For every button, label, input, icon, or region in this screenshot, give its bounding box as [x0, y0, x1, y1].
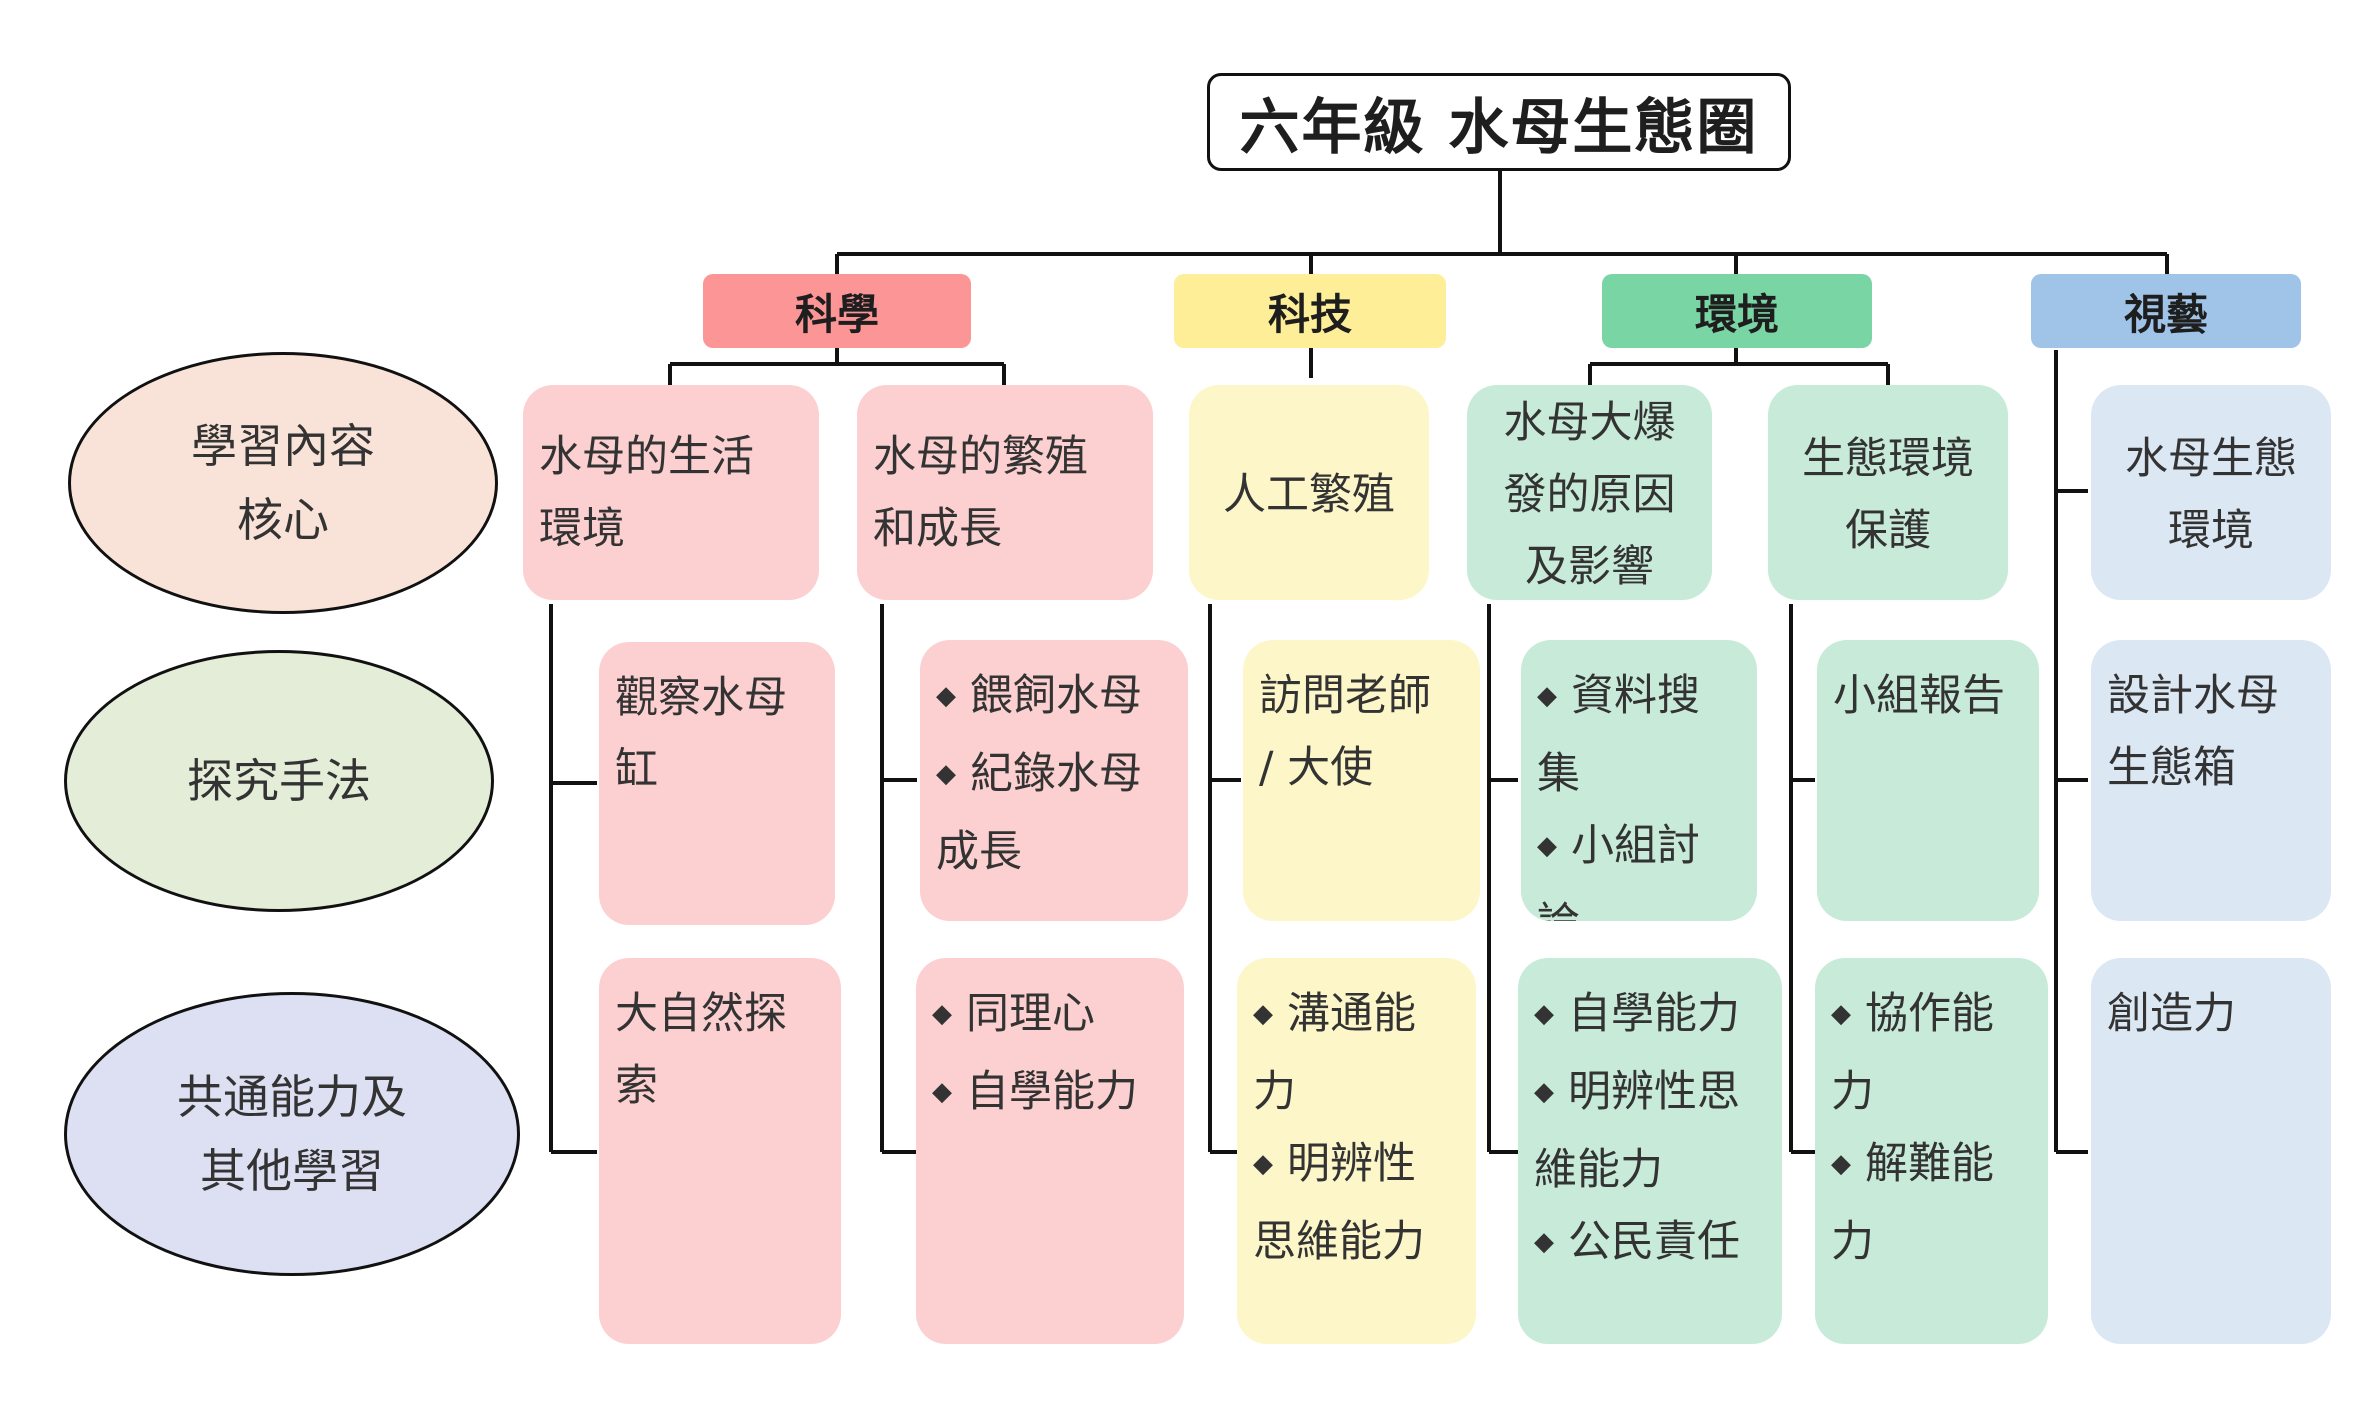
bullet-item: 明辨性 思維能力: [1253, 1128, 1460, 1278]
bullet-item: 明辨性思 維能力: [1534, 1056, 1766, 1206]
ability-box-nature-exploration: 大自然探 索: [599, 958, 841, 1344]
ability-box-self-learning-civic: 自學能力 明辨性思 維能力 公民責任: [1518, 958, 1782, 1344]
ability-box-empathy-self-learning: 同理心 自學能力: [916, 958, 1184, 1344]
row-label-content-core: 學習內容 核心: [68, 352, 498, 614]
method-box-research-discussion: 資料搜 集 小組討 論: [1521, 640, 1757, 921]
bullet-item: 協作能 力: [1831, 978, 2032, 1128]
bullet-item: 公民責任: [1534, 1206, 1766, 1284]
content-box-artificial-breeding: 人工繁殖: [1189, 385, 1429, 600]
bullet-item: 資料搜 集: [1537, 660, 1741, 810]
category-science: 科學: [703, 274, 971, 348]
content-box-jellyfish-habitat: 水母的生活 環境: [523, 385, 819, 600]
bullet-item: 紀錄水母 成長: [936, 738, 1172, 888]
bullet-item: 自學能力: [1534, 978, 1766, 1056]
category-label: 科學: [794, 289, 879, 339]
category-environment: 環境: [1602, 274, 1872, 348]
method-box-interview: 訪問老師 / 大使: [1243, 640, 1480, 921]
row-label-inquiry-method: 探究手法: [64, 650, 494, 912]
bullet-item: 溝通能 力: [1253, 978, 1460, 1128]
content-box-jellyfish-ecology: 水母生態 環境: [2091, 385, 2331, 600]
bullet-item: 自學能力: [932, 1056, 1168, 1134]
diagram-title: 六年級 水母生態圈: [1207, 73, 1791, 171]
method-box-group-report: 小組報告: [1817, 640, 2039, 921]
ability-box-communication-critical: 溝通能 力 明辨性 思維能力: [1237, 958, 1476, 1344]
row-label-generic-skills: 共通能力及 其他學習: [64, 992, 520, 1276]
category-visual-arts: 視藝: [2031, 274, 2301, 348]
bullet-item: 小組討 論: [1537, 810, 1741, 921]
ability-box-collaboration-problem-solving: 協作能 力 解難能 力: [1815, 958, 2048, 1344]
content-box-reproduction-growth: 水母的繁殖 和成長: [857, 385, 1153, 600]
ability-box-creativity: 創造力: [2091, 958, 2331, 1344]
method-box-design-habitat: 設計水母 生態箱: [2091, 640, 2331, 921]
content-box-bloom-causes: 水母大爆 發的原因 及影響: [1467, 385, 1712, 600]
category-label: 科技: [1267, 289, 1352, 339]
method-box-observe-tank: 觀察水母 缸: [599, 642, 835, 925]
bullet-item: 餵飼水母: [936, 660, 1172, 738]
category-label: 環境: [1694, 289, 1779, 339]
category-technology: 科技: [1174, 274, 1446, 348]
bullet-item: 同理心: [932, 978, 1168, 1056]
content-box-eco-protection: 生態環境 保護: [1768, 385, 2008, 600]
category-label: 視藝: [2123, 289, 2208, 339]
method-box-feeding-record: 餵飼水母 紀錄水母 成長: [920, 640, 1188, 921]
bullet-item: 解難能 力: [1831, 1128, 2032, 1278]
